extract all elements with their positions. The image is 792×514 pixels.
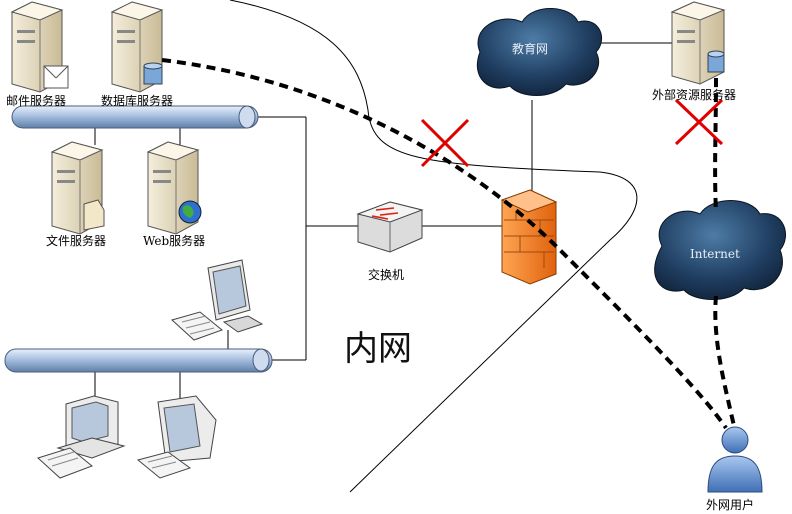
external-server-icon: [670, 1, 726, 85]
path-to-database: [161, 58, 728, 430]
file-server-label: 文件服务器: [46, 234, 107, 248]
bus-upper: [11, 105, 259, 129]
internet-label: Internet: [690, 247, 740, 261]
database-server-icon: [110, 1, 164, 93]
external-user-label: 外网用户: [706, 498, 755, 512]
edu-net-cloud-icon: [476, 8, 603, 96]
blocked-mark-external-icon: [674, 98, 724, 146]
intranet-zone-label: 内网: [344, 329, 412, 369]
mail-server-label: 邮件服务器: [6, 94, 67, 108]
database-server-label: 数据库服务器: [101, 94, 174, 108]
blocked-mark-icon: [420, 118, 470, 168]
path-to-external-server: [713, 77, 718, 213]
intranet-boundary: [229, 0, 638, 493]
edu-net-label: 教育网: [512, 42, 549, 56]
web-server-label: Web服务器: [143, 234, 206, 248]
external-user-icon: [707, 426, 763, 493]
pc-right-icon: [136, 395, 217, 479]
workstation-monitor-icon: [170, 259, 264, 341]
file-server-icon: [50, 141, 105, 235]
pc-left-icon: [37, 395, 126, 479]
internet-cloud-icon: [654, 200, 786, 300]
switch-label: 交换机: [368, 268, 405, 282]
web-server-icon: [146, 141, 202, 235]
bus-lower: [4, 348, 273, 373]
access-paths: [161, 58, 736, 430]
mail-server-icon: [10, 1, 69, 93]
connection-lines: [94, 42, 672, 400]
switch-icon: [356, 201, 424, 253]
firewall-icon: [500, 189, 558, 285]
external-server-label: 外部资源服务器: [652, 88, 737, 102]
path-internet-to-user: [713, 295, 736, 427]
